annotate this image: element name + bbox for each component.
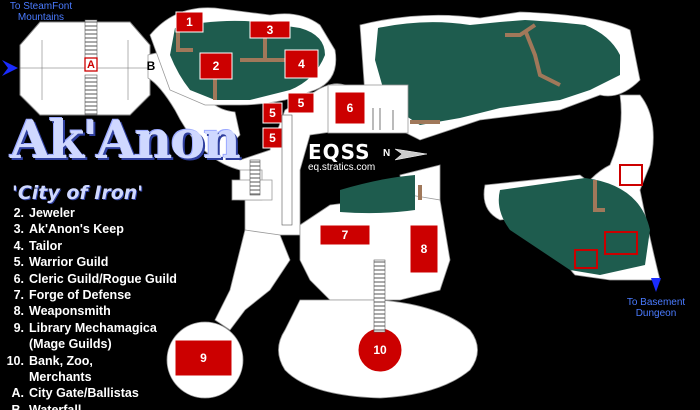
legend-label: Cleric Guild/Rogue Guild xyxy=(29,271,177,286)
building-8-label: 8 xyxy=(420,242,428,256)
legend-label: Waterfall xyxy=(29,402,82,410)
legend-row: A. City Gate/Ballistas xyxy=(4,385,177,401)
legend-key: 10. xyxy=(6,353,24,368)
legend-key: 8. xyxy=(13,304,24,319)
unlabeled-building-east-1[interactable] xyxy=(619,164,643,186)
legend-label: Warrior Guild xyxy=(29,255,109,270)
building-1-label: 1 xyxy=(186,15,193,29)
legend-key: 2. xyxy=(13,206,24,220)
gate-stairs-north xyxy=(84,19,98,61)
legend-label: Merchants xyxy=(29,370,92,385)
legend-label: Weaponsmith xyxy=(29,304,111,319)
legend-key: A. xyxy=(11,386,25,401)
building-7-label: 7 xyxy=(341,228,349,242)
legend-row: 8. Weaponsmith xyxy=(4,303,177,319)
legend-key: 7. xyxy=(13,288,24,303)
legend-row: 2. Jeweler xyxy=(4,205,177,221)
building-markers xyxy=(174,11,643,377)
legend-row: 10. Bank, Zoo, xyxy=(4,353,177,369)
legend-key xyxy=(4,369,24,385)
building-5a-label: 5 xyxy=(297,96,305,110)
legend-key: 3. xyxy=(13,222,24,237)
legend-key: 6. xyxy=(13,271,24,286)
building-5c-label: 5 xyxy=(269,131,276,145)
legend-label: Jeweler xyxy=(29,206,75,220)
north-arrow-icon xyxy=(394,148,428,161)
legend-key: 4. xyxy=(13,238,24,253)
unlabeled-building-east-2[interactable] xyxy=(604,231,638,255)
legend-row: 5. Warrior Guild xyxy=(4,254,177,270)
legend-row: 4. Tailor xyxy=(4,238,177,254)
legend-key: B. xyxy=(11,402,25,410)
building-4-label: 4 xyxy=(298,57,305,71)
building-4[interactable] xyxy=(284,49,319,79)
legend-row: 7. Forge of Defense xyxy=(4,287,177,303)
legend-label: Bank, Zoo, xyxy=(29,353,93,368)
gate-stairs-south xyxy=(84,74,98,116)
building-1[interactable] xyxy=(175,11,204,33)
legend-label: Library Mechamagica xyxy=(29,320,157,335)
legend-label: Forge of Defense xyxy=(29,288,132,303)
legend-label: City Gate/Ballistas xyxy=(29,386,139,401)
building-5a[interactable] xyxy=(287,92,315,114)
building-3-label: 3 xyxy=(266,22,274,37)
building-10-label: 10 xyxy=(373,343,387,357)
building-7[interactable] xyxy=(319,224,371,246)
building-9-label: 9 xyxy=(200,351,207,365)
building-8[interactable] xyxy=(409,224,439,274)
eqss-site: eq.stratics.com xyxy=(308,162,376,173)
building-6[interactable] xyxy=(334,91,366,125)
tower-ladder xyxy=(373,259,386,333)
building-2[interactable] xyxy=(199,52,233,80)
building-5b-label: 5 xyxy=(269,106,276,120)
exit-label-steamfont[interactable]: To SteamFont Mountains xyxy=(9,1,73,23)
legend-label: (Mage Guilds) xyxy=(29,337,112,352)
eqss-brand: EQSS xyxy=(308,140,371,164)
legend-row: 6. Cleric Guild/Rogue Guild xyxy=(4,271,177,287)
building-3[interactable] xyxy=(249,20,291,39)
legend-label: Tailor xyxy=(29,238,63,253)
north-label: N xyxy=(383,148,391,159)
eqss-watermark: EQSS eq.stratics.com xyxy=(308,140,375,173)
exit-label-basement[interactable]: To Basement Dungeon xyxy=(626,297,686,319)
legend-row: Merchants xyxy=(4,369,177,385)
legend-row: (Mage Guilds) xyxy=(4,336,177,352)
map-subtitle: 'City of Iron' xyxy=(12,182,144,204)
building-2-label: 2 xyxy=(212,59,220,73)
map-title: Ak'Anon xyxy=(10,110,241,171)
marker-a: A xyxy=(87,58,95,71)
exit-arrow-west[interactable] xyxy=(2,60,18,76)
legend-label: Ak'Anon's Keep xyxy=(29,222,124,237)
bridges xyxy=(176,23,605,212)
building-5b[interactable] xyxy=(262,102,283,124)
building-6-label: 6 xyxy=(346,101,354,115)
legend-key: 5. xyxy=(13,255,24,270)
legend-row: 9. Library Mechamagica xyxy=(4,320,177,336)
legend-key: 9. xyxy=(13,320,24,335)
legend-row: 3. Ak'Anon's Keep xyxy=(4,221,177,237)
exit-arrow-south[interactable] xyxy=(651,278,661,292)
marker-b: B xyxy=(146,59,156,73)
building-9[interactable] xyxy=(174,339,233,377)
unlabeled-building-east-3[interactable] xyxy=(574,249,598,269)
legend-key xyxy=(4,336,24,352)
legend-row: B. Waterfall xyxy=(4,402,177,410)
map-legend: 2. Jeweler 3. Ak'Anon's Keep 4. Tailor 5. Warri… xyxy=(4,205,177,410)
